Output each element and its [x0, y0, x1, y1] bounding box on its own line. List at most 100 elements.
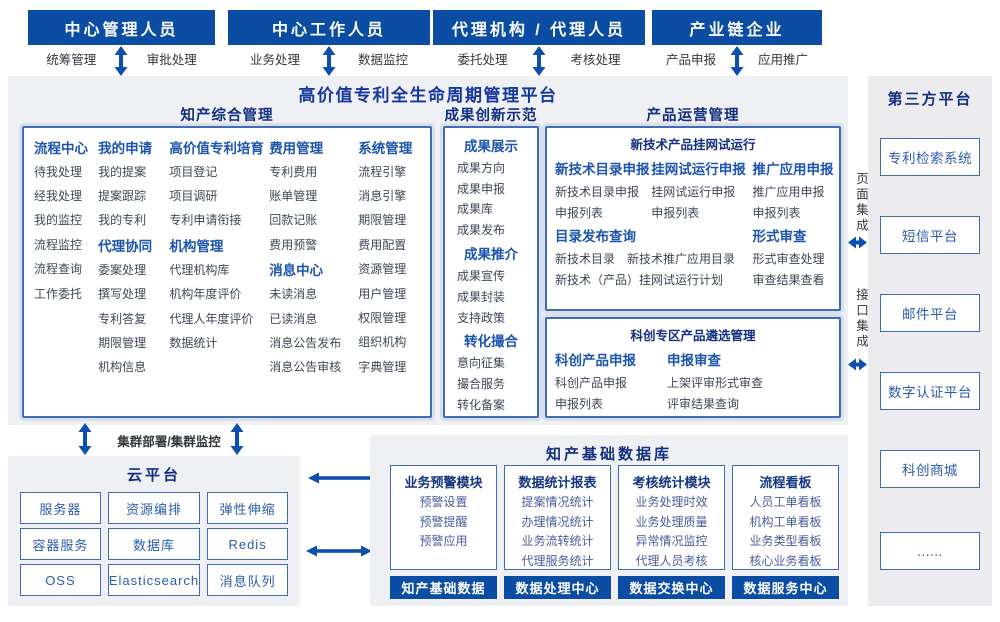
cloud-service-box: Redis — [207, 528, 288, 560]
cloud-service-box: 弹性伸缩 — [207, 492, 288, 524]
menu-item-label: 成果宣传 — [457, 269, 506, 284]
menu-item-label: 我的提案 — [98, 164, 147, 179]
menu-item-label: 专利费用 — [269, 164, 318, 179]
module-title: 业务预警模块 — [404, 475, 483, 490]
double-arrow-vertical-icon — [78, 423, 92, 455]
cloud-service-box: OSS — [20, 564, 101, 596]
role-action-label: 考核处理 — [570, 53, 621, 67]
cloud-service-box: 数据库 — [107, 528, 201, 560]
menu-item-label: 业务处理质量 — [635, 514, 708, 529]
module-statistics-reports: 数据统计报表 提案情况统计办理情况统计业务流转统计代理服务统计 — [504, 465, 611, 570]
double-arrow-vertical-icon — [114, 46, 128, 76]
menu-item-label: 未读消息 — [269, 287, 318, 302]
col-catalog-publish-query: 目录发布查询新技术目录 新技术推广应用目录新技术（产品）挂网试运行计划 — [555, 222, 753, 287]
menu-item-label: 资源管理 — [358, 262, 407, 277]
group-heading: 新技术目录申报 — [555, 162, 650, 177]
menu-item-label: 挂网试运行申报 — [651, 185, 736, 199]
menu-item-label: 新技术目录 新技术推广应用目录 — [555, 252, 736, 266]
sci-innovation-selection-box: 科创专区产品遴选管理 科创产品申报科创产品申报申报列表 申报审查上架评审形式审查… — [545, 317, 841, 418]
group-heading: 申报审查 — [667, 353, 721, 368]
menu-item-label: 转化备案 — [457, 398, 506, 413]
menu-item-label: 成果封装 — [457, 289, 506, 304]
module-items: 业务处理时效业务处理质量异常情况监控代理人员考核 — [619, 493, 724, 571]
menu-item-label: 消息引擎 — [358, 189, 407, 204]
menu-item-label: 提案情况统计 — [521, 495, 594, 509]
role-action-label: 数据监控 — [357, 53, 408, 67]
menu-item-label: 异常情况监控 — [635, 534, 708, 548]
group-heading: 成果推介 — [464, 246, 518, 262]
section-title-achievement: 成果创新示范 — [444, 108, 538, 124]
menu-item-label: 机构年度评价 — [169, 287, 242, 302]
third-party-list: 专利检索系统短信平台邮件平台数字认证平台科创商城...... — [880, 76, 980, 606]
role-action-label: 审批处理 — [146, 53, 197, 67]
menu-item-label: 形式审查处理 — [752, 252, 825, 266]
group-heading: 科创产品申报 — [555, 353, 636, 368]
menu-item-label: 经我处理 — [34, 189, 83, 204]
db-bar-ip-base-data: 知产基础数据 — [390, 576, 497, 599]
cloud-service-box: Elasticsearch — [107, 564, 201, 596]
menu-item-label: 撰写处理 — [98, 287, 147, 302]
menu-item-label: 期限管理 — [358, 213, 407, 228]
sci-innovation-columns: 科创产品申报科创产品申报申报列表 申报审查上架评审形式审查评审结果查询 — [547, 344, 839, 411]
role-actions-center-managers: 统筹管理 审批处理 — [28, 46, 215, 76]
new-tech-trial-box: 新技术产品挂网试运行 新技术目录申报新技术目录申报申报列表 挂网试运行申报挂网试… — [545, 126, 841, 311]
menu-item-label: 权限管理 — [358, 311, 407, 326]
col-declare-review: 申报审查上架评审形式审查评审结果查询 — [667, 346, 817, 411]
menu-item-label: 工作委托 — [34, 286, 83, 301]
role-bar-agency: 代理机构 / 代理人员 — [433, 10, 645, 45]
module-items: 预警设置预警提醒预警应用 — [391, 493, 496, 552]
role-bar-center-staff: 中心工作人员 — [228, 10, 430, 45]
menu-item-label: 人员工单看板 — [749, 495, 822, 509]
cloud-service-box: 资源编排 — [107, 492, 201, 524]
col-formal-review: 形式审查形式审查处理审查结果查看 — [753, 222, 839, 287]
cloud-service-box: 服务器 — [20, 492, 101, 524]
menu-item-label: 专利答复 — [98, 311, 147, 326]
group-heading: 代理协同 — [98, 238, 153, 254]
menu-item-label: 成果发布 — [457, 223, 506, 238]
menu-item-label: 核心业务看板 — [749, 553, 822, 568]
menu-item-label: 流程监控 — [34, 237, 83, 252]
role-title: 中心管理人员 — [64, 21, 179, 39]
group-heading: 机构管理 — [169, 238, 224, 254]
ip-column-fee-management: 费用管理专利费用账单管理回款记账费用预警消息中心未读消息已读消息消息公告发布消息… — [269, 134, 358, 416]
menu-item-label: 业务流转统计 — [521, 534, 594, 548]
double-arrow-horizontal-icon — [306, 545, 372, 557]
menu-item-label: 评审结果查询 — [667, 397, 740, 411]
role-bar-industry-chain: 产业链企业 — [652, 10, 822, 45]
menu-item-label: 申报列表 — [752, 206, 801, 220]
cloud-service-box: 容器服务 — [20, 528, 101, 560]
menu-item-label: 费用预警 — [269, 237, 318, 252]
menu-item-label: 新技术目录申报 — [555, 185, 640, 199]
ip-database-title: 知产基础数据库 — [545, 446, 672, 463]
db-bar-data-processing-center: 数据处理中心 — [504, 576, 611, 599]
third-party-system-box: 邮件平台 — [880, 294, 980, 332]
menu-item-label: 成果库 — [457, 202, 494, 217]
ip-column-process-center: 流程中心待我处理经我处理我的监控流程监控流程查询工作委托 — [34, 134, 98, 416]
menu-item-label: 专利申请衔接 — [169, 213, 242, 228]
menu-item-label: 上架评审形式审查 — [667, 376, 764, 390]
third-party-system-box: 数字认证平台 — [880, 372, 980, 410]
menu-item-label: 科创产品申报 — [555, 376, 628, 390]
group-heading: 成果展示 — [464, 138, 518, 154]
third-party-title: 第三方平台 — [887, 91, 973, 108]
menu-item-label: 期限管理 — [98, 336, 147, 351]
module-process-kanban: 流程看板 人员工单看板机构工单看板业务类型看板核心业务看板 — [732, 465, 839, 570]
module-title: 数据统计报表 — [518, 475, 597, 490]
db-bar-data-exchange-center: 数据交换中心 — [618, 576, 725, 599]
role-bar-center-managers: 中心管理人员 — [28, 10, 215, 45]
module-assessment-statistics: 考核统计模块 业务处理时效业务处理质量异常情况监控代理人员考核 — [618, 465, 725, 570]
role-action-label: 应用推广 — [757, 53, 808, 67]
menu-item-label: 代理服务统计 — [521, 553, 594, 568]
third-party-panel: 第三方平台 专利检索系统短信平台邮件平台数字认证平台科创商城...... — [868, 76, 992, 606]
group-heading: 我的申请 — [98, 140, 153, 156]
arrow-left-icon — [308, 472, 370, 484]
menu-item-label: 预警应用 — [419, 534, 468, 548]
menu-item-label: 消息公告审核 — [269, 360, 342, 375]
menu-item-label: 意向征集 — [457, 356, 506, 371]
module-title: 流程看板 — [759, 475, 812, 490]
role-title: 中心工作人员 — [271, 21, 386, 39]
menu-item-label: 推广应用申报 — [752, 185, 825, 199]
double-arrow-horizontal-icon — [848, 358, 867, 371]
database-centers-row: 知产基础数据 数据处理中心 数据交换中心 数据服务中心 — [390, 576, 839, 599]
role-title: 产业链企业 — [689, 21, 785, 39]
